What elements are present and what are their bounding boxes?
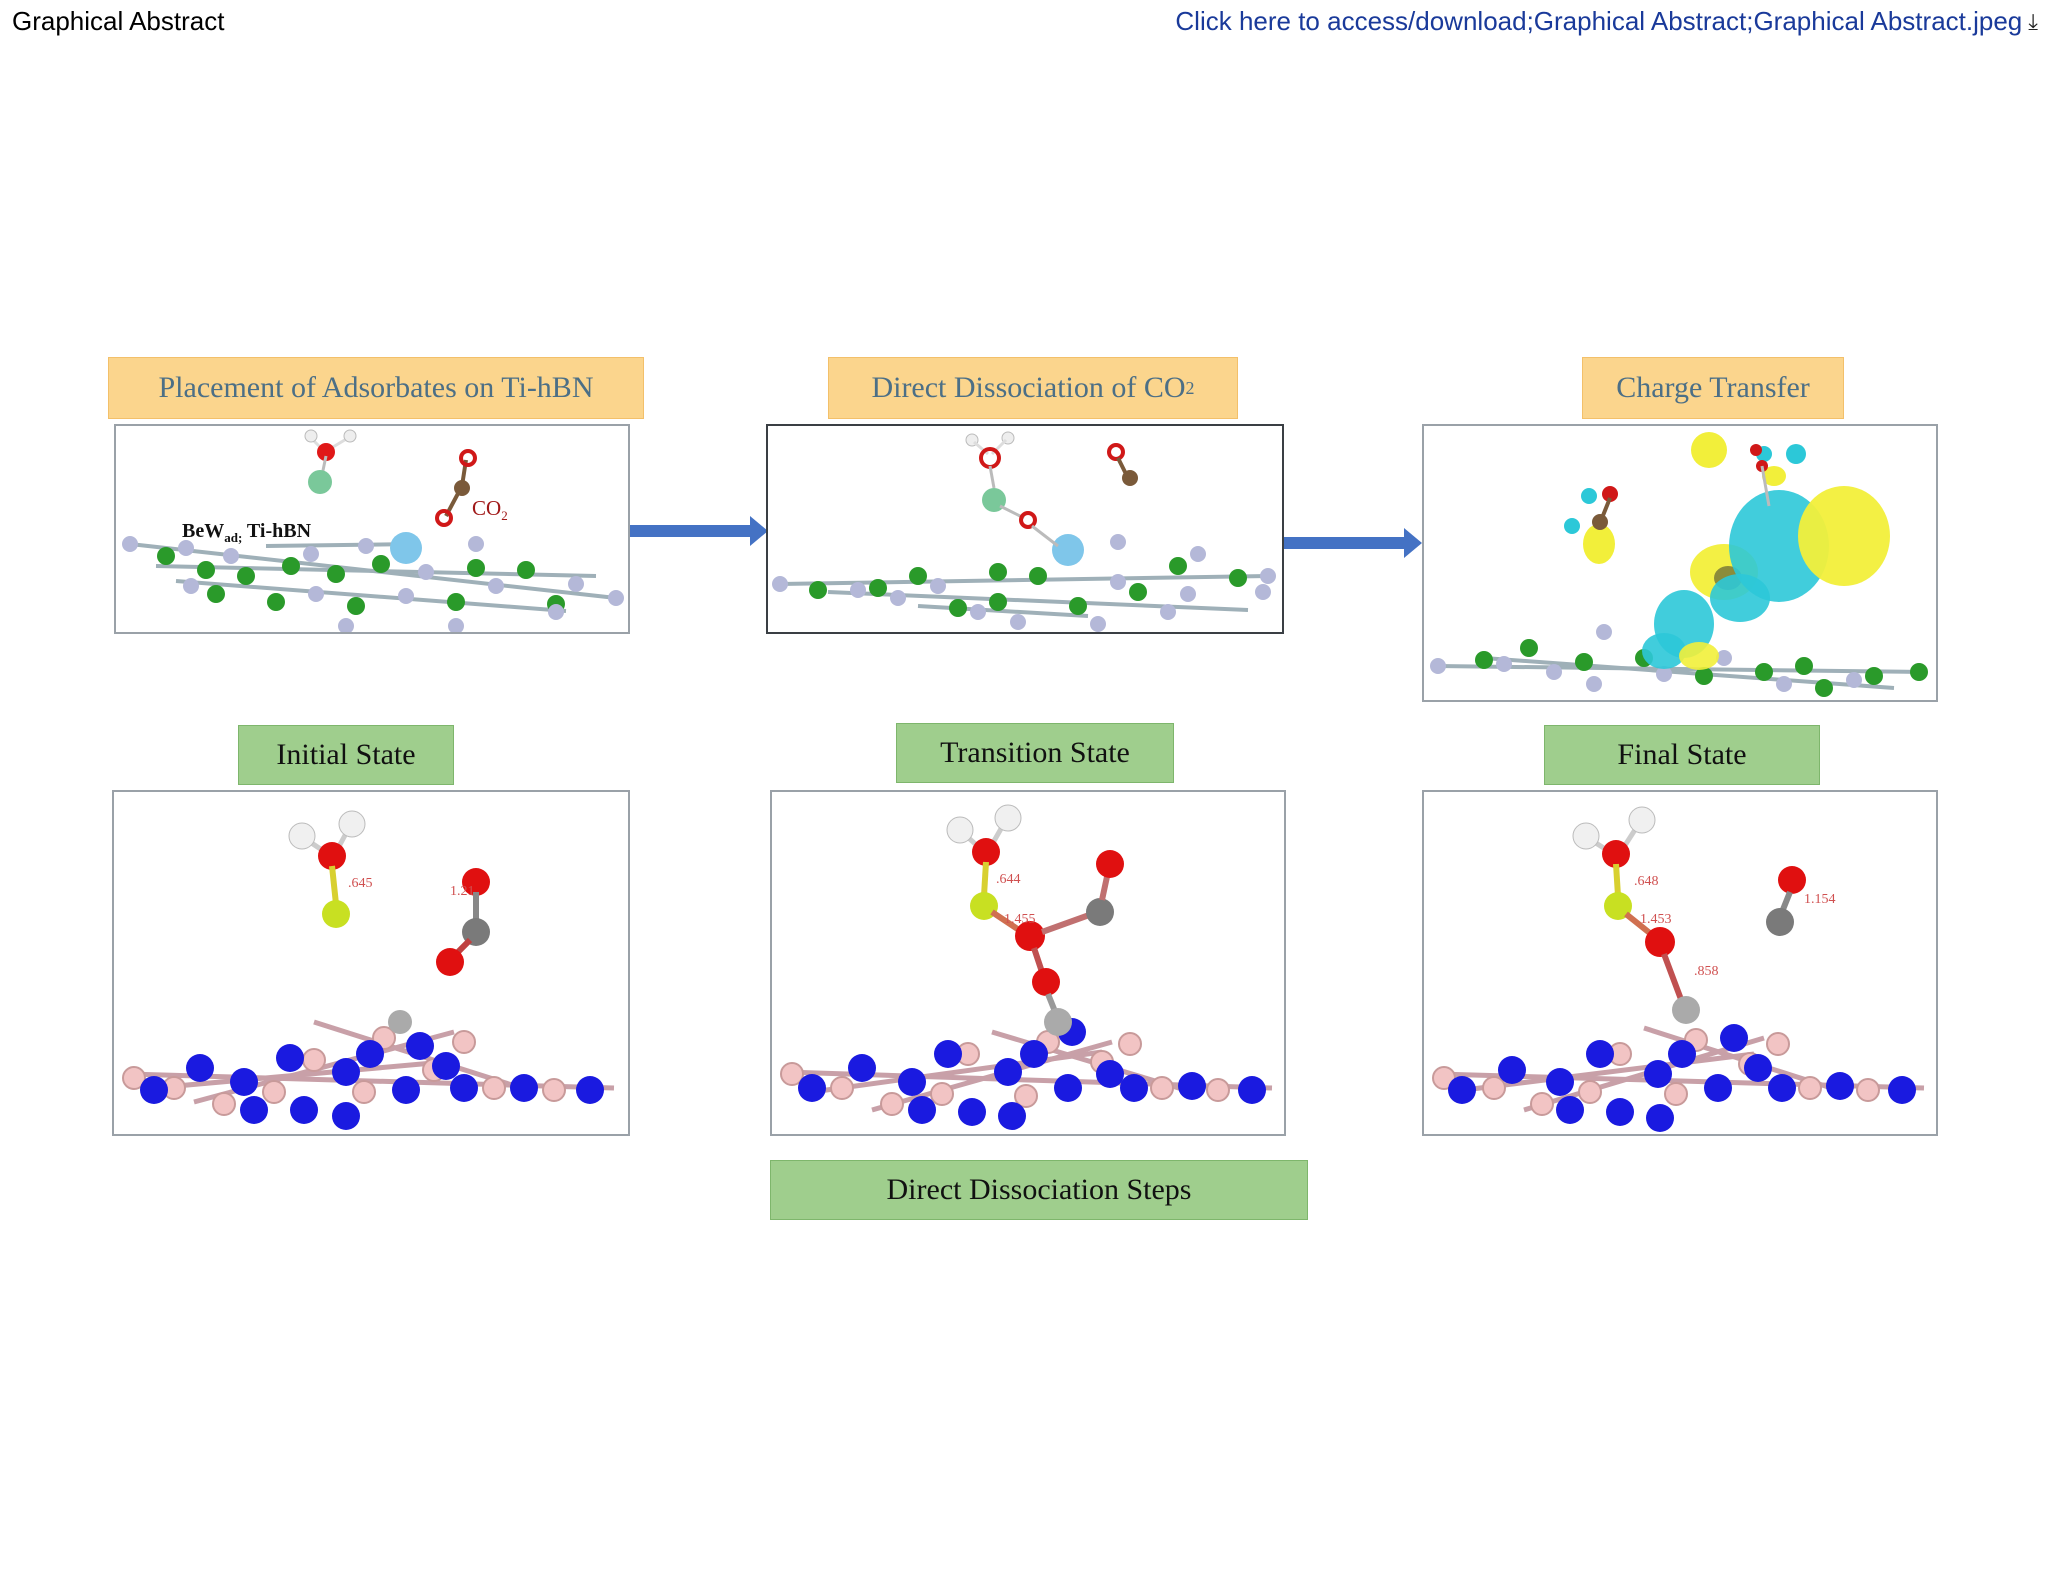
arrow-right-icon [1284,528,1422,558]
transition-state-structure [780,804,1273,1130]
transition-state-label: Transition State [896,723,1174,783]
dissociation-structure [772,431,1276,632]
initial-state-structure [122,810,615,1130]
transition-state-panel: .644 1.455 [770,790,1286,1136]
bond-distance-label: .648 [1634,874,1659,889]
bond-distance-label: .644 [996,872,1021,887]
bond-distance-label: .645 [348,876,373,891]
placement-structure [122,429,624,632]
bond-distance-label: 1.455 [1004,912,1036,927]
download-icon[interactable]: ⤓ [2028,8,2038,34]
download-link-text[interactable]: Click here to access/download;Graphical … [1175,6,2023,36]
initial-state-panel: .645 1.21 [112,790,630,1136]
charge-transfer-label: Charge Transfer [1582,357,1844,419]
arrow-right-icon [630,516,768,546]
charge-density-plot [1430,432,1928,697]
bew-label: BeWad; Ti-hBN [182,520,312,545]
charge-transfer-panel [1422,424,1938,702]
initial-state-label: Initial State [238,725,454,785]
placement-panel: BeWad; Ti-hBN CO2 [114,424,630,634]
final-state-panel: .648 1.453 .858 1.154 [1422,790,1938,1136]
bond-distance-label: 1.154 [1804,892,1836,907]
direct-dissociation-steps-label: Direct Dissociation Steps [770,1160,1308,1220]
header-title: Graphical Abstract [12,6,225,36]
final-state-structure [1432,806,1925,1132]
bond-distance-label: .858 [1694,964,1719,979]
dissociation-panel [766,424,1284,634]
co2-label: CO2 [472,496,508,524]
download-link[interactable]: Click here to access/download;Graphical … [1175,6,2038,37]
placement-label: Placement of Adsorbates on Ti-hBN [108,357,644,419]
bond-distance-label: 1.21 [450,884,475,899]
final-state-label: Final State [1544,725,1820,785]
bond-distance-label: 1.453 [1640,912,1672,927]
